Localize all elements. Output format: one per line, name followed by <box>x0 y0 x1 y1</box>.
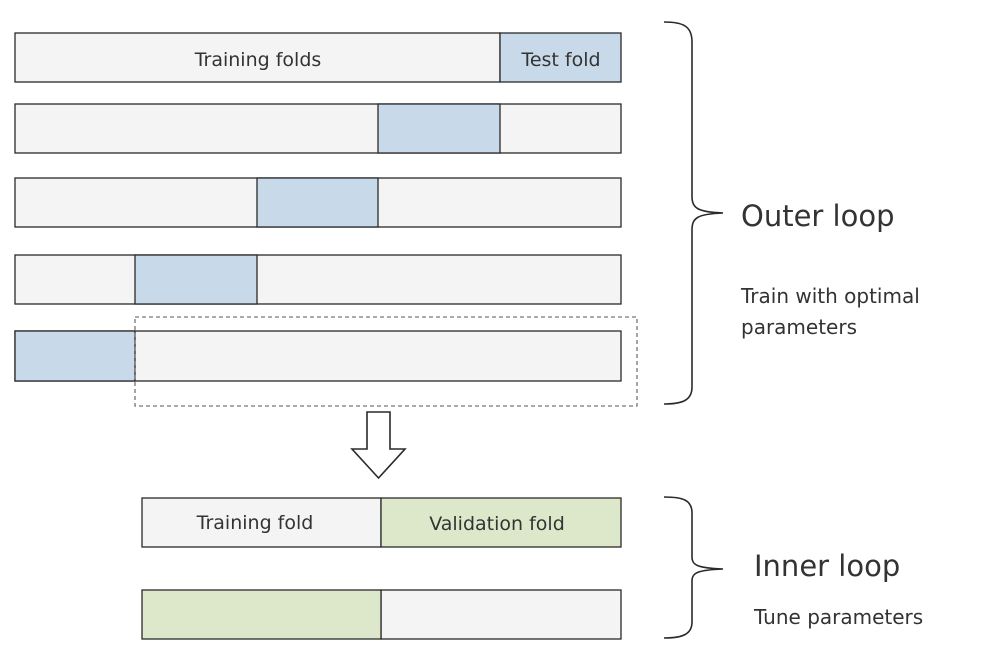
inner-bar-1-training-label: Training fold <box>196 512 314 534</box>
inner-bar-1-validation-label: Validation fold <box>429 513 565 535</box>
outer-loop-desc-line1: Train with optimal <box>740 284 920 308</box>
inner-bar-1-validation <box>380 497 622 548</box>
outer-bar-1-training <box>14 32 501 83</box>
outer-bar-1-test <box>499 32 622 83</box>
inner-loop-desc: Tune parameters <box>753 605 923 629</box>
dashed-selection-box <box>134 316 638 407</box>
inner-loop-brace <box>663 496 724 639</box>
inner-loop-title: Inner loop <box>754 549 900 583</box>
outer-bar-1-training-label: Training folds <box>194 49 322 71</box>
outer-bar-2-test <box>377 103 501 154</box>
outer-loop-desc-line2: parameters <box>741 315 857 339</box>
outer-bar-3-test <box>256 177 379 228</box>
outer-bar-4-training <box>14 254 622 305</box>
down-arrow-icon <box>350 411 407 480</box>
inner-bar-2-training <box>380 589 622 640</box>
inner-bar-2-validation <box>141 589 382 640</box>
outer-loop-title: Outer loop <box>741 199 895 233</box>
outer-bar-5-test <box>14 330 136 382</box>
outer-bar-4-test <box>134 254 258 305</box>
outer-loop-brace <box>663 21 724 405</box>
outer-bar-1-test-label: Test fold <box>520 49 600 71</box>
outer-bar-2-training <box>14 103 622 154</box>
